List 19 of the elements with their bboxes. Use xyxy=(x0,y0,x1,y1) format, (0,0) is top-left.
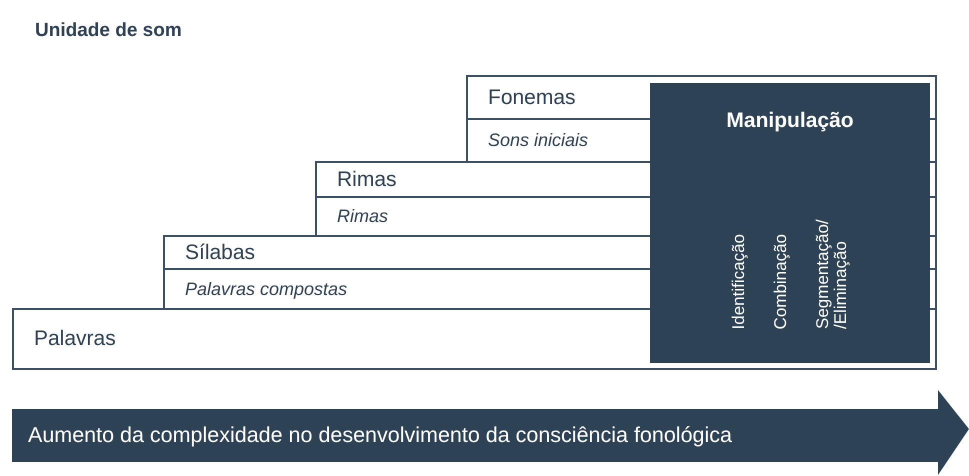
level-label: Palavras xyxy=(34,327,116,351)
arrow-label: Aumento da complexidade no desenvolvimento da consciência fonológica xyxy=(28,422,732,449)
manipulation-panel xyxy=(650,83,930,363)
level-label: Rimas xyxy=(337,168,397,192)
level-box xyxy=(466,75,650,161)
operation-label: Combinação xyxy=(772,234,790,329)
level-label: Fonemas xyxy=(488,86,576,110)
example-label: Palavras compostas xyxy=(185,278,348,300)
level-box xyxy=(315,161,650,235)
level-box xyxy=(12,308,650,370)
level-label: Sílabas xyxy=(185,240,256,264)
heading: Unidade de som xyxy=(35,20,182,42)
level-box xyxy=(163,235,650,308)
operation-label: Identificação xyxy=(730,234,748,329)
operation-label: Segmentação/ /Eliminação xyxy=(814,218,850,329)
example-label: Rimas xyxy=(337,206,388,227)
progress-arrow xyxy=(12,390,969,476)
panel-title: Manipulação xyxy=(725,109,855,133)
example-label: Sons iniciais xyxy=(488,130,588,151)
